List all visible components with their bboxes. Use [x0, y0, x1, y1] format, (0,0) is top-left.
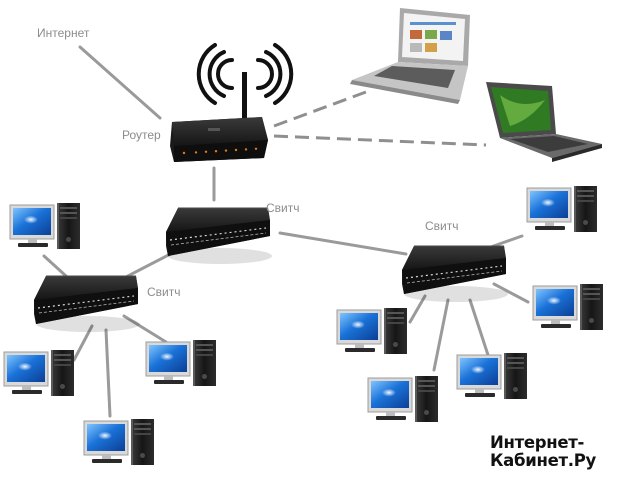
cable-left-pc1 — [42, 254, 68, 278]
switch-right — [401, 245, 509, 303]
router-antenna — [242, 72, 247, 120]
desktop-computer-6 — [532, 283, 604, 331]
desktop-computer-2 — [3, 349, 75, 397]
router — [170, 43, 294, 162]
laptop-1 — [350, 8, 470, 104]
watermark-line-2: Кабинет.Ру — [490, 451, 596, 470]
wireless-links — [273, 90, 487, 147]
label-router: Роутер — [122, 128, 161, 142]
label-switch-left: Свитч — [147, 285, 181, 299]
desktop-computer-7 — [336, 307, 408, 355]
desktop-computer-4 — [145, 339, 217, 387]
desktop-computer-5 — [526, 185, 598, 233]
desktop-computer-3 — [83, 418, 155, 466]
switch-left — [33, 275, 141, 333]
cable-right-pc3 — [408, 294, 427, 324]
wifi-link-laptop-1 — [273, 90, 367, 128]
label-internet: Интернет — [37, 26, 90, 40]
label-switch-right: Свитч — [425, 219, 459, 233]
watermark-logo: Интернет- Кабинет.Ру — [490, 434, 618, 470]
cable-internet-router — [78, 45, 162, 120]
cable-right-pc4 — [432, 298, 450, 372]
watermark-line-1: Интернет- — [490, 433, 585, 452]
desktop-computer-9 — [456, 352, 528, 400]
wifi-link-laptop-2 — [273, 134, 487, 147]
cable-right-pc2 — [492, 282, 530, 304]
label-switch-center: Свитч — [266, 201, 300, 215]
cable-left-pc3 — [104, 328, 112, 418]
cable-right-pc5 — [468, 298, 490, 357]
laptop-2 — [486, 82, 602, 162]
desktop-computer-1 — [9, 202, 81, 250]
switch-center — [165, 207, 273, 265]
desktop-computer-8 — [367, 375, 439, 423]
cable-center-right-switch — [278, 231, 408, 256]
wifi-signal-icon — [196, 43, 294, 105]
